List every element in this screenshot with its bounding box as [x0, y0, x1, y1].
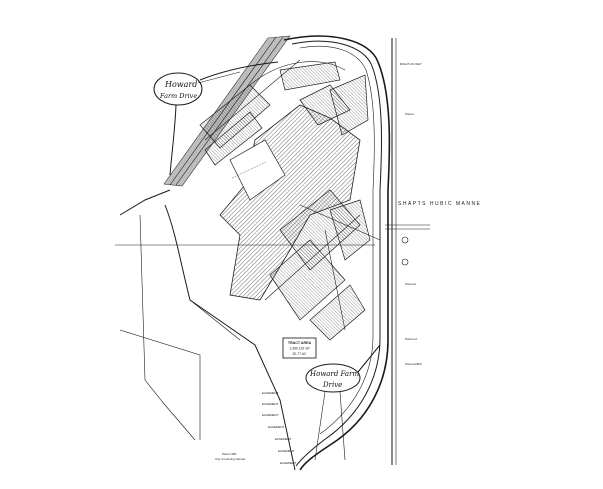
right-label: Parcel A/B/C: [405, 362, 423, 366]
lot-label: EASEMENT: [262, 413, 279, 417]
callout-howard-farm-drive-bottom: Howard Farm Drive: [305, 344, 381, 461]
lot-label: EASEMENT: [278, 449, 295, 453]
parcel-label: Parcel 490: [222, 452, 237, 456]
parcel-owner-label: City of Lansing Owned: [215, 457, 246, 461]
right-side-labels: RIGHT-OF-WAY Parcel Parcel A Parcel of P…: [398, 62, 481, 366]
right-label: RIGHT-OF-WAY: [400, 62, 422, 66]
tract-area-title: TRACT AREA: [288, 341, 312, 345]
lot-label: EASEMENT: [275, 437, 292, 441]
tract-area-acres: 30.77 AC: [293, 352, 308, 356]
callout-howard-farm-drive-top: Howard Farm Drive: [153, 61, 279, 176]
lot-annotations: EASEMENT EASEMENT EASEMENT EASEMENT EASE…: [262, 391, 297, 465]
right-label: Parcel of: [405, 337, 417, 341]
callout-text: Howard: [164, 80, 197, 89]
internal-drives: [204, 59, 409, 331]
lot-label: EASEMENT: [262, 402, 279, 406]
callout-text: Drive: [322, 381, 342, 389]
callout-text: Howard Farm: [309, 370, 359, 378]
perimeter-road: [283, 35, 391, 471]
lot-label: EASEMENT: [268, 425, 285, 429]
tract-area-sf: 1,350,152 SF: [289, 347, 309, 351]
right-label: Parcel: [405, 112, 414, 116]
callout-text: Farm Drive: [159, 92, 197, 100]
parking-lots: [199, 61, 371, 341]
main-building: [219, 104, 361, 301]
bottom-left-parcel: Parcel 490 City of Lansing Owned: [215, 452, 246, 461]
right-label: Parcel A: [405, 282, 416, 286]
stacked-label: SHAPTS HUBIC MANNE: [398, 201, 481, 207]
lot-label: EASEMENT: [280, 461, 297, 465]
right-road: [385, 38, 430, 465]
lot-label: EASEMENT: [262, 391, 279, 395]
tract-area-box: TRACT AREA 1,350,152 SF 30.77 AC: [282, 337, 317, 359]
